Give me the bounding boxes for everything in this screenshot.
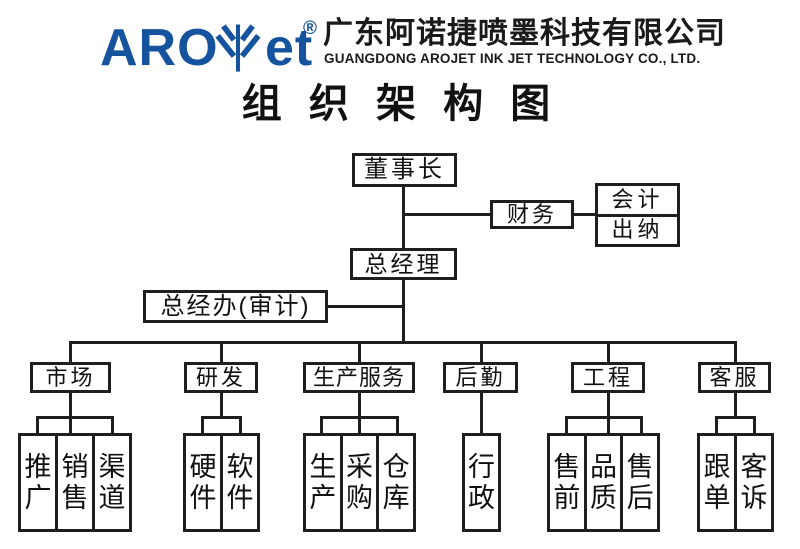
leaf-stub: [565, 416, 568, 434]
leaf-group-engineering: 售前 品质 售后: [547, 433, 660, 532]
connector-leaf-horizontal-production: [320, 416, 399, 419]
node-complaints: 客诉: [734, 436, 771, 529]
connector-stub-logistics: [480, 341, 483, 363]
leaf-group-logistics: 行政: [462, 433, 501, 532]
arojet-logo-icon: [215, 24, 261, 72]
node-dept-production-service: 生产服务: [303, 362, 415, 393]
node-presales: 售前: [550, 436, 584, 529]
node-production: 生产: [306, 436, 340, 529]
leaf-label: 售后: [626, 452, 654, 513]
leaf-stub: [640, 416, 643, 434]
connector-stub-engineering: [607, 341, 610, 363]
connector-gm-office-horizontal: [326, 305, 404, 308]
leaf-label: 品质: [590, 452, 617, 513]
node-channel: 渠道: [92, 436, 129, 529]
page-title: 组 织 架 构 图: [241, 82, 559, 126]
connector-leaf-horizontal-rd: [201, 416, 242, 419]
leaf-group-market: 推广 销售 渠道: [18, 433, 132, 532]
connector-leaf-horizontal-service: [715, 416, 756, 419]
connector-drop-service: [734, 391, 737, 419]
leaf-stub: [36, 416, 39, 434]
leaf-label: 售前: [553, 452, 581, 513]
logo-text-aro: ARO: [100, 19, 219, 77]
logo-text-et: et: [265, 19, 314, 77]
leaf-label: 跟单: [703, 452, 731, 513]
node-dept-logistics: 后勤: [443, 362, 518, 393]
connector-stub-production: [358, 341, 361, 363]
leaf-label: 推广: [24, 452, 52, 513]
node-finance: 财务: [490, 200, 574, 229]
connector-stub-market: [69, 341, 72, 363]
connector-drop-production: [358, 391, 361, 434]
leaf-label: 渠道: [98, 452, 126, 513]
leaf-stub: [320, 416, 323, 434]
registered-trademark-icon: ®: [303, 18, 317, 39]
leaf-label: 生产: [309, 452, 337, 513]
company-name-chinese: 广东阿诺捷喷墨科技有限公司: [323, 17, 726, 50]
node-gm-office: 总经办(审计): [143, 290, 328, 323]
leaf-stub: [715, 416, 718, 434]
connector-stub-rd: [220, 341, 223, 363]
node-quality: 品质: [583, 436, 621, 529]
node-order-following: 跟单: [700, 436, 734, 529]
connector-stub-service: [734, 341, 737, 363]
leaf-label: 硬件: [189, 452, 217, 513]
leaf-group-rd: 硬件 软件: [183, 433, 260, 532]
leaf-label: 采购: [346, 452, 373, 513]
node-dept-rd: 研发: [184, 362, 258, 393]
connector-leaf-horizontal-market: [36, 416, 114, 419]
node-hardware: 硬件: [186, 436, 220, 529]
connector-drop-market: [69, 391, 72, 434]
node-dept-market: 市场: [30, 362, 111, 393]
node-sales: 销售: [55, 436, 92, 529]
node-purchasing: 采购: [339, 436, 377, 529]
node-dept-engineering: 工程: [571, 362, 645, 393]
leaf-label: 客诉: [740, 452, 768, 513]
connector-finance-horizontal: [402, 213, 492, 216]
leaf-label: 行政: [467, 452, 495, 513]
leaf-stub: [239, 416, 242, 434]
connector-drop-logistics: [480, 391, 483, 434]
leaf-group-production: 生产 采购 仓库: [303, 433, 416, 532]
connector-finance-children-horizontal: [570, 213, 598, 216]
leaf-stub: [111, 416, 114, 434]
node-aftersales: 售后: [620, 436, 657, 529]
node-cashier: 出纳: [598, 213, 677, 245]
node-accounting: 会计: [611, 186, 664, 212]
node-promotion: 推广: [21, 436, 55, 529]
leaf-label: 仓库: [382, 452, 410, 513]
node-chairman: 董事长: [352, 153, 457, 187]
node-administration: 行政: [465, 436, 498, 529]
connector-departments-horizontal: [69, 341, 737, 344]
leaf-label: 软件: [226, 452, 254, 513]
node-finance-children: 会计 出纳: [595, 183, 680, 247]
node-warehouse: 仓库: [376, 436, 413, 529]
node-software: 软件: [220, 436, 257, 529]
company-name-english: GUANGDONG AROJET INK JET TECHNOLOGY CO.,…: [324, 51, 701, 66]
connector-leaf-horizontal-engineering: [565, 416, 643, 419]
node-general-manager: 总经理: [350, 248, 457, 280]
connector-drop-engineering: [607, 391, 610, 434]
leaf-stub: [396, 416, 399, 434]
node-dept-service: 客服: [698, 362, 771, 393]
leaf-stub: [201, 416, 204, 434]
leaf-group-service: 跟单 客诉: [697, 433, 774, 532]
connector-drop-rd: [220, 391, 223, 419]
leaf-label: 销售: [61, 452, 89, 513]
leaf-stub: [753, 416, 756, 434]
